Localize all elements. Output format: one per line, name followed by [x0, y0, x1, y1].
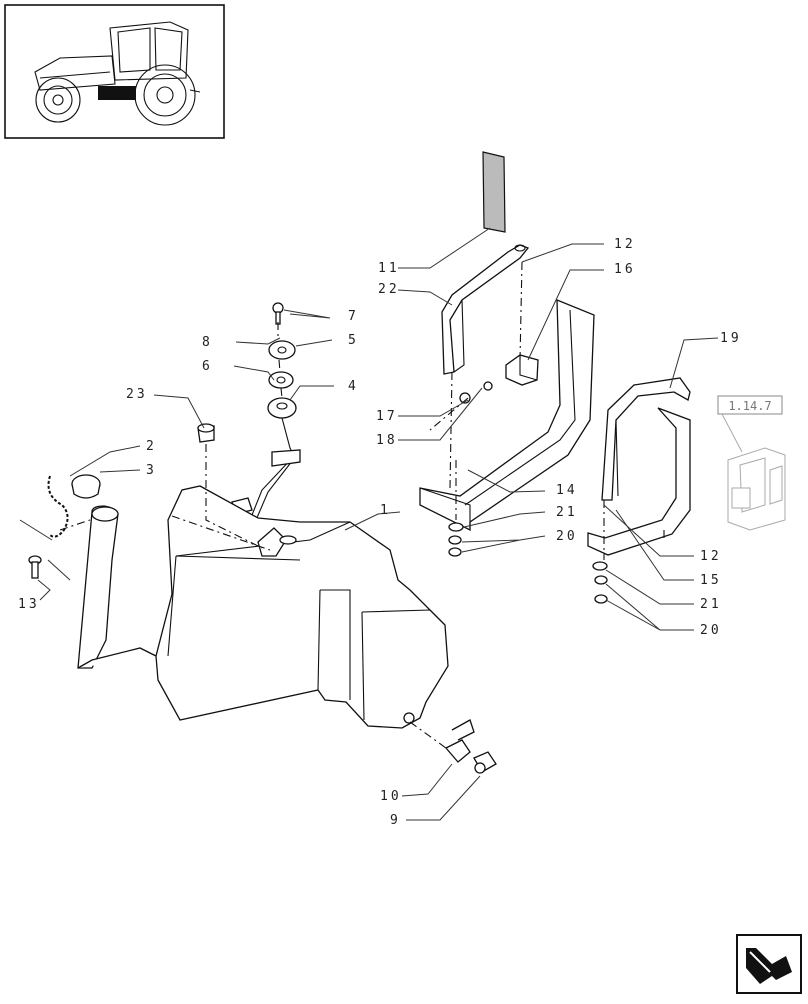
- tractor-thumbnail[interactable]: [4, 4, 225, 139]
- callout-12-right: 12: [700, 549, 722, 564]
- clamp-bracket-part[interactable]: [505, 354, 539, 386]
- callout-19: 19: [720, 331, 742, 346]
- callout-7: 7: [348, 309, 359, 324]
- callout-2: 2: [146, 439, 157, 454]
- gasket-part[interactable]: [268, 340, 296, 360]
- bracket-right-part[interactable]: [601, 377, 691, 501]
- screw-part[interactable]: [272, 302, 284, 325]
- reference-label: 1.14.7: [728, 399, 771, 413]
- callout-5: 5: [348, 333, 359, 348]
- callout-4: 4: [348, 379, 359, 394]
- next-page-arrow-icon: [746, 948, 792, 984]
- callout-15: 15: [700, 573, 722, 588]
- callout-6: 6: [202, 359, 213, 374]
- bracket-left-part[interactable]: [441, 244, 530, 375]
- callout-17: 17: [376, 409, 398, 424]
- cap-chain-part[interactable]: [47, 475, 69, 538]
- decal-part[interactable]: [482, 151, 506, 233]
- callout-20-left: 20: [556, 529, 578, 544]
- callout-12-top: 12: [614, 237, 636, 252]
- callout-labels: 11 22 12 16 7 8 5 6 4 23 17 18 2 3 14 1 …: [18, 237, 742, 828]
- callout-8: 8: [202, 335, 213, 350]
- callout-13: 13: [18, 597, 40, 612]
- bolt-13-part[interactable]: [28, 555, 42, 579]
- reference-link[interactable]: 1.14.7: [717, 395, 786, 531]
- callout-21-right: 21: [700, 597, 722, 612]
- support-frame-part[interactable]: [419, 299, 595, 532]
- filler-cap-part[interactable]: [71, 474, 101, 499]
- callout-9: 9: [390, 813, 401, 828]
- tractor-icon: [34, 21, 201, 126]
- callout-11: 11: [378, 261, 400, 276]
- assembly-guide-lines: [59, 261, 665, 749]
- callout-21-left: 21: [556, 505, 578, 520]
- callout-1: 1: [380, 503, 391, 518]
- drain-valve-part[interactable]: [444, 719, 475, 763]
- callout-22: 22: [378, 282, 400, 297]
- drain-fitting-part[interactable]: [197, 423, 215, 443]
- callout-3: 3: [146, 463, 157, 478]
- callout-20-right: 20: [700, 623, 722, 638]
- callout-10: 10: [380, 789, 402, 804]
- washer-nut-stack-left[interactable]: [448, 522, 464, 557]
- fuel-gauge-sender-part[interactable]: [231, 397, 301, 529]
- leader-lines: [19, 227, 719, 821]
- callout-16: 16: [614, 262, 636, 277]
- next-page-button[interactable]: [736, 934, 802, 994]
- fuel-tank-part[interactable]: [77, 485, 449, 729]
- callout-23: 23: [126, 387, 148, 402]
- seal-ring-part[interactable]: [268, 371, 294, 389]
- callout-18: 18: [376, 433, 398, 448]
- cab-reference-icon: [727, 447, 786, 531]
- support-frame-right-part[interactable]: [587, 407, 691, 556]
- callout-14: 14: [556, 483, 578, 498]
- drain-plug-part[interactable]: [473, 751, 497, 774]
- washer-nut-stack-right[interactable]: [592, 561, 608, 604]
- bolt-part[interactable]: [459, 381, 493, 404]
